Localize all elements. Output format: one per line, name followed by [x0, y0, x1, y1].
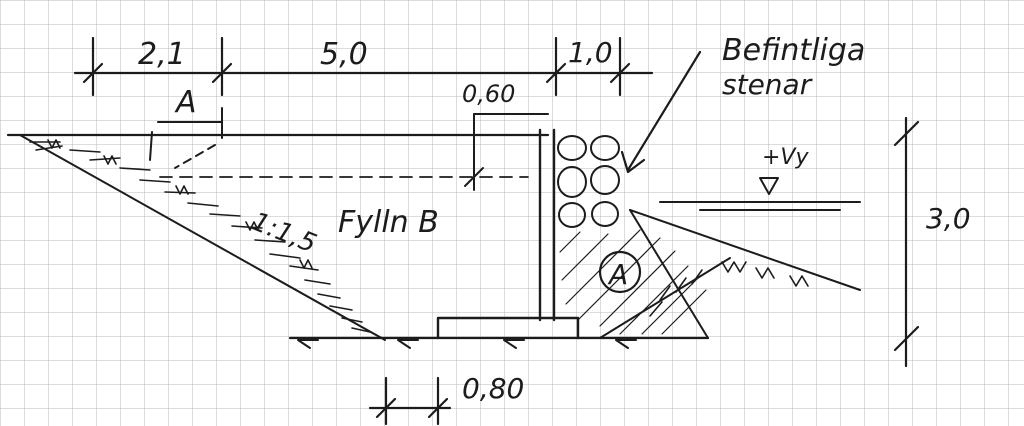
stones-pointer-arrow — [620, 50, 702, 174]
water-level-label: +Vy — [762, 145, 809, 170]
water-level-symbol — [659, 177, 861, 211]
ground-surface-lines — [6, 133, 710, 341]
dimension-top-left: 2,1 — [138, 37, 186, 72]
retaining-wall — [436, 128, 580, 340]
existing-stones-label-line1: Befintliga — [722, 33, 865, 68]
bottom-dimension — [368, 376, 452, 426]
existing-stones-label-line2: stenar — [722, 68, 813, 101]
dimension-top-middle: 5,0 — [320, 37, 368, 72]
dimension-wall-height: 0,60 — [462, 80, 515, 108]
dimension-right-height: 3,0 — [926, 202, 971, 235]
right-embankment — [599, 209, 861, 339]
section-marker — [149, 107, 223, 169]
fill-b-label: Fylln B — [338, 205, 439, 240]
zone-marker-label: A — [607, 258, 628, 291]
zone-a-hatching — [559, 229, 707, 335]
zone-marker-circle — [598, 250, 642, 294]
dimension-top-right: 1,0 — [568, 36, 613, 69]
wall-height-dimension — [464, 113, 549, 191]
section-marker-label: A — [174, 85, 197, 120]
left-slope-soil-hatching — [29, 139, 371, 333]
existing-stones — [557, 135, 620, 228]
ground-ticks — [297, 339, 637, 349]
top-dimension-chain — [73, 36, 654, 97]
right-height-dimension — [893, 116, 920, 368]
right-slope-soil-hatching — [649, 261, 809, 317]
dimension-bottom: 0,80 — [462, 372, 524, 405]
